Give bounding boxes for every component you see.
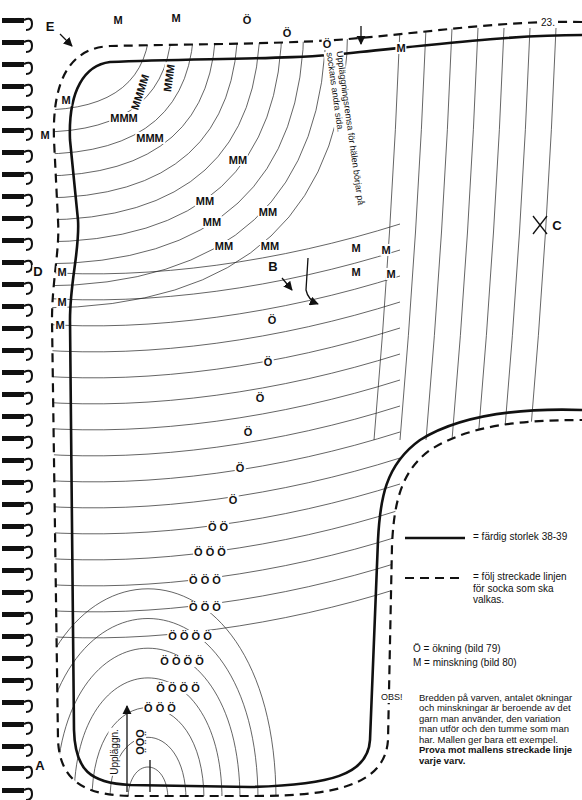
legend-samples (405, 538, 465, 578)
pattern-mark: MM (202, 216, 222, 228)
pattern-mark: Prova mot mallens streckade linje varje … (419, 744, 572, 765)
pattern-mark: M (56, 266, 67, 278)
pattern-mark: Ö Ö Ö Ö (159, 655, 204, 667)
pattern-mark: M (60, 94, 71, 106)
pattern-mark: D (32, 265, 43, 279)
note-text: Bredden på varven, antalet ökningar och … (418, 693, 576, 766)
pattern-mark: Ö (235, 462, 246, 474)
pattern-mark: Ö Ö Ö (188, 601, 222, 613)
pattern-mark: MM (260, 240, 280, 252)
felting-outline (52, 22, 582, 796)
pattern-mark: MM (214, 240, 234, 252)
pattern-mark: MM (258, 206, 278, 218)
pattern-mark: M = minskning (bild 80) (412, 657, 518, 668)
knitting-rows (20, 20, 556, 800)
pattern-mark: MM (228, 154, 248, 166)
pattern-mark: Ö (267, 314, 278, 326)
pattern-mark: M (380, 244, 391, 256)
pattern-mark: Ö (243, 426, 254, 438)
pattern-mark: Ö (263, 356, 274, 368)
pattern-mark: Ö Ö Ö Ö (167, 630, 212, 642)
pattern-mark: M (395, 42, 406, 54)
pattern-mark: Uppläggn. (109, 728, 120, 776)
pattern-mark: Ö = ökning (bild 79) (412, 643, 502, 654)
arrows (60, 26, 361, 792)
pattern-mark: B (267, 260, 278, 274)
legend-text: = följ streckade linjen för socka som sk… (472, 571, 576, 606)
pattern-mark: ÖÖÖ (134, 728, 146, 756)
pattern-mark: MMM (161, 63, 177, 94)
pattern-mark: Ö Ö Ö (188, 574, 222, 586)
pattern-mark: M (385, 268, 396, 280)
pattern-mark: Ö (228, 494, 239, 506)
pattern-mark: M (350, 242, 361, 254)
pattern-mark: M (170, 12, 181, 24)
pattern-mark: M (350, 266, 361, 278)
pattern-mark: Ö Ö (207, 521, 229, 533)
pattern-mark: Ö (282, 27, 293, 39)
cut-mark (533, 216, 547, 234)
pattern-mark: M (39, 129, 50, 141)
pattern-mark: OBS! (380, 693, 404, 703)
legend-text: = färdig storlek 38-39 (472, 531, 576, 543)
pattern-mark: M (54, 319, 65, 331)
pattern-mark: M (56, 296, 67, 308)
pattern-mark: Ö (255, 392, 266, 404)
pattern-mark: Ö Ö Ö Ö (155, 682, 200, 694)
pattern-mark: A (34, 759, 45, 773)
pattern-mark: MMM (109, 112, 139, 124)
note-text: Uppläggningsremsa för hälen börjar på so… (324, 49, 369, 230)
pattern-mark: Ö Ö Ö (193, 546, 227, 558)
spiral-binding (2, 18, 32, 800)
pattern-mark: MM (195, 195, 215, 207)
pattern-mark: E (45, 20, 56, 34)
pattern-mark: MMM (135, 132, 165, 144)
pattern-mark: 23. (540, 17, 556, 28)
finished-outline (70, 35, 582, 787)
pattern-mark: Ö (322, 38, 333, 50)
pattern-mark: C (551, 219, 562, 233)
pattern-mark: Ö Ö Ö (143, 702, 177, 714)
pattern-mark: Ö (242, 14, 253, 26)
pattern-mark: M (112, 14, 123, 26)
